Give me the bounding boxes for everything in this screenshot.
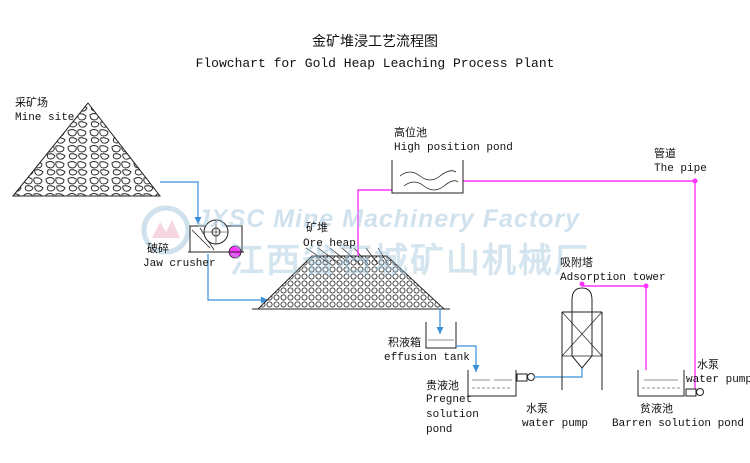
heap-spray xyxy=(305,247,389,265)
barren-label-zh: 贫液池 xyxy=(640,402,673,415)
title-zh: 金矿堆浸工艺流程图 xyxy=(312,34,438,50)
effusion-tank xyxy=(425,322,457,349)
effusion-label-en: effusion tank xyxy=(384,352,470,364)
ore-heap-label-zh: 矿堆 xyxy=(306,221,328,234)
watermark-zh: 江西省石城矿山机械厂 xyxy=(230,241,590,281)
pregnet-solution-pond xyxy=(467,370,517,397)
pipe-pond-to-heap xyxy=(357,189,392,256)
high-pond-label-en: High position pond xyxy=(394,142,513,154)
flow-pregnant-to-tower xyxy=(534,368,583,378)
flow-mine-to-crusher xyxy=(160,181,202,224)
jaw-crusher-label-en: Jaw crusher xyxy=(143,258,216,270)
mine-site-label-zh: 采矿场 xyxy=(15,96,48,109)
flow-crusher-to-heap xyxy=(207,254,268,304)
title-en: Flowchart for Gold Heap Leaching Process… xyxy=(195,56,555,71)
watermark-logo xyxy=(141,205,191,255)
pump-right-label-zh: 水泵 xyxy=(697,358,719,371)
pump-mid-label-en: water pump xyxy=(522,418,589,430)
effusion-label-zh: 积液箱 xyxy=(388,336,421,349)
ore-heap-label-en: Ore heap xyxy=(303,238,356,250)
pregnet-label-en1: Pregnet xyxy=(426,394,473,406)
watermark-en: JXSC Mine Machinery Factory xyxy=(196,205,581,233)
flow-tank-to-pregnant xyxy=(456,345,480,372)
pipe-label-zh: 管道 xyxy=(654,147,676,160)
pipe-label-en: The pipe xyxy=(654,163,707,175)
high-pond-label-zh: 高位池 xyxy=(394,126,427,139)
high-position-pond xyxy=(391,160,464,194)
mine-site-pile xyxy=(11,102,162,197)
jaw-crusher xyxy=(188,219,244,259)
water-pump-right xyxy=(685,388,704,397)
pregnet-label-en3: pond xyxy=(426,424,453,436)
mine-site-label-en: Mine site xyxy=(15,112,75,124)
barren-label-en: Barren solution pond xyxy=(612,418,745,430)
pregnet-label-en2: solution xyxy=(426,409,479,421)
adsorption-label-zh: 吸附塔 xyxy=(560,256,593,269)
pregnet-label-zh: 贵液池 xyxy=(426,379,459,392)
pump-right-label-en: water pump xyxy=(686,374,750,386)
water-pump-mid xyxy=(516,373,535,382)
jaw-crusher-label-zh: 破碎 xyxy=(147,242,169,255)
adsorption-tower xyxy=(561,281,603,390)
pump-mid-label-zh: 水泵 xyxy=(526,402,548,415)
barren-solution-pond xyxy=(637,370,685,397)
adsorption-label-en: Adsorption tower xyxy=(560,272,666,284)
